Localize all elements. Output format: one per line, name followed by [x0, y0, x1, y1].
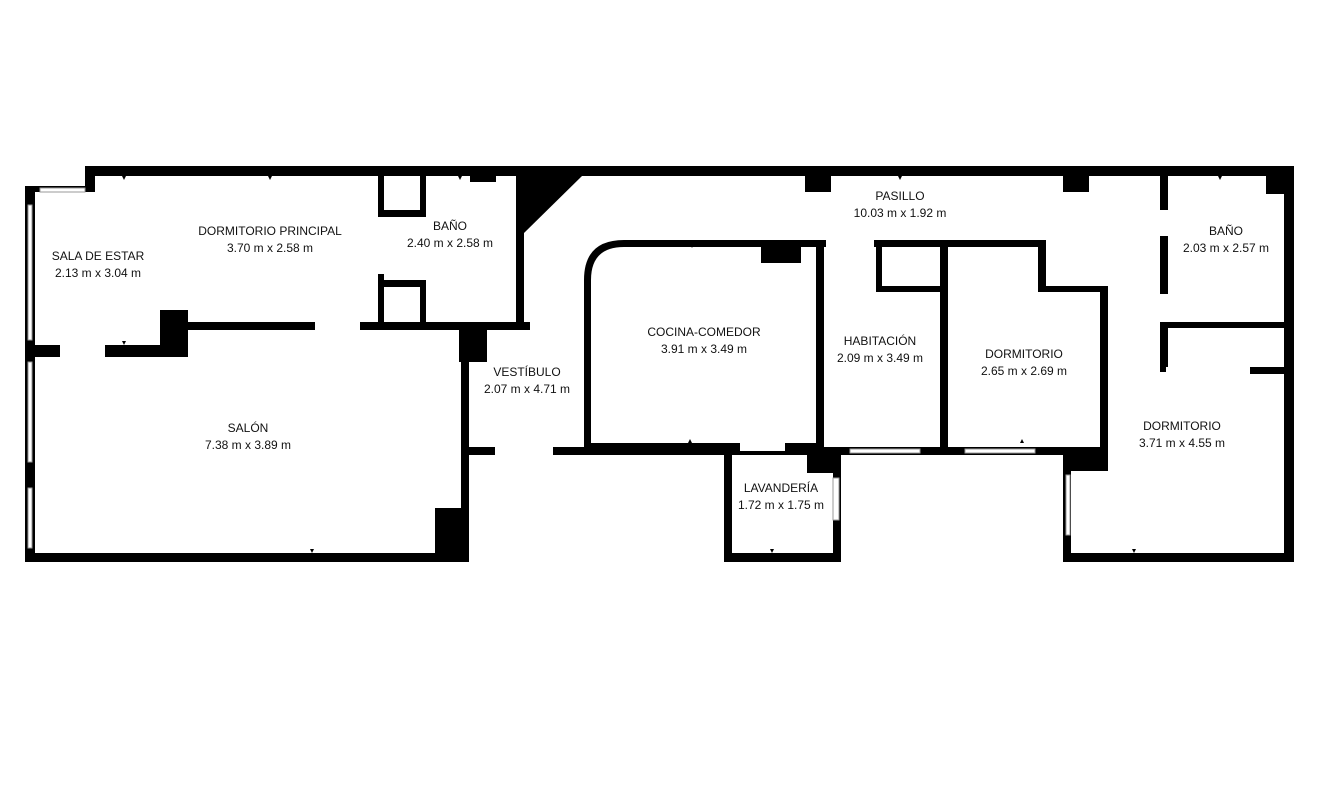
room-name: DORMITORIO	[1143, 419, 1221, 433]
room-name: VESTÍBULO	[493, 364, 560, 379]
room-label-lavanderia: LAVANDERÍA 1.72 m x 1.75 m	[738, 480, 824, 512]
room-size: 3.91 m x 3.49 m	[661, 342, 747, 356]
wall-markers	[122, 176, 1222, 553]
room-label-habitacion: HABITACIÓN 2.09 m x 3.49 m	[837, 333, 923, 365]
room-name: COCINA-COMEDOR	[647, 325, 761, 339]
room-size: 1.72 m x 1.75 m	[738, 498, 824, 512]
room-name: DORMITORIO PRINCIPAL	[198, 224, 342, 238]
room-size: 3.71 m x 4.55 m	[1139, 436, 1225, 450]
room-label-vestibulo: VESTÍBULO 2.07 m x 4.71 m	[484, 364, 570, 396]
room-size: 2.65 m x 2.69 m	[981, 364, 1067, 378]
room-label-dormitorio-principal: DORMITORIO PRINCIPAL 3.70 m x 2.58 m	[198, 224, 342, 255]
room-name: SALÓN	[228, 420, 269, 435]
room-name: BAÑO	[1209, 224, 1243, 238]
door-openings	[60, 210, 1248, 455]
room-label-dormitorio-2: DORMITORIO 3.71 m x 4.55 m	[1139, 419, 1225, 450]
room-size: 2.09 m x 3.49 m	[837, 351, 923, 365]
room-label-pasillo: PASILLO 10.03 m x 1.92 m	[854, 189, 947, 220]
room-size: 2.40 m x 2.58 m	[407, 236, 493, 250]
room-label-cocina-comedor: COCINA-COMEDOR 3.91 m x 3.49 m	[647, 325, 761, 356]
room-size: 7.38 m x 3.89 m	[205, 438, 291, 452]
room-name: PASILLO	[875, 189, 924, 203]
room-label-salon: SALÓN 7.38 m x 3.89 m	[205, 420, 291, 452]
room-label-bano-1: BAÑO 2.40 m x 2.58 m	[407, 219, 493, 250]
room-size: 2.03 m x 2.57 m	[1183, 241, 1269, 255]
room-label-sala-de-estar: SALA DE ESTAR 2.13 m x 3.04 m	[52, 249, 145, 280]
room-size: 2.07 m x 4.71 m	[484, 382, 570, 396]
room-label-bano-2: BAÑO 2.03 m x 2.57 m	[1183, 224, 1269, 255]
room-name: BAÑO	[433, 219, 467, 233]
room-size: 2.13 m x 3.04 m	[55, 266, 141, 280]
windows	[27, 187, 1071, 549]
room-name: HABITACIÓN	[844, 333, 916, 348]
room-name: DORMITORIO	[985, 347, 1063, 361]
room-name: LAVANDERÍA	[744, 480, 818, 495]
room-label-dormitorio-1: DORMITORIO 2.65 m x 2.69 m	[981, 347, 1067, 378]
room-name: SALA DE ESTAR	[52, 249, 145, 263]
room-size: 10.03 m x 1.92 m	[854, 206, 947, 220]
room-size: 3.70 m x 2.58 m	[227, 241, 313, 255]
